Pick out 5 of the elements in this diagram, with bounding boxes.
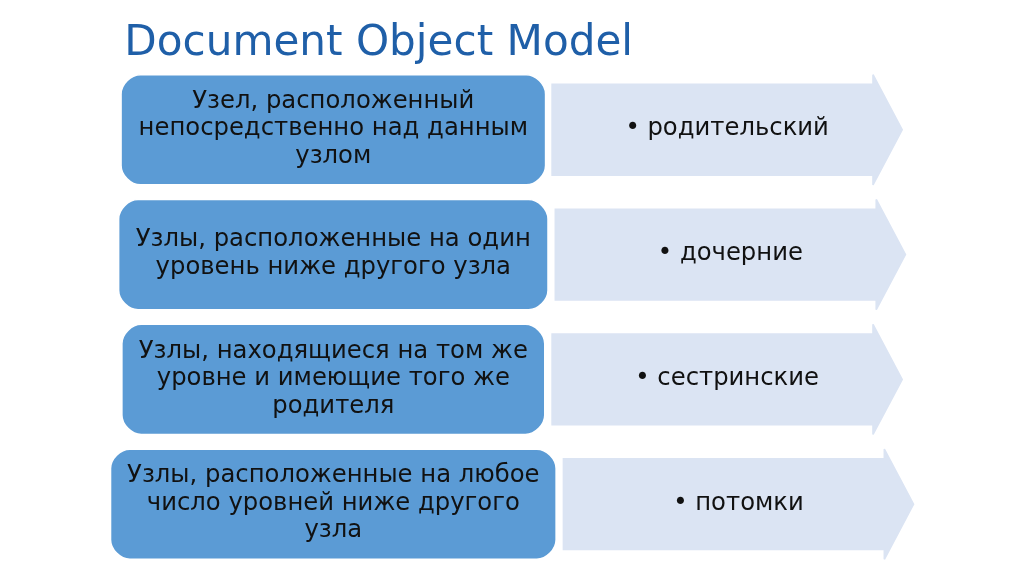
node-box: Узлы, находящиеся на том же уровне и имеющие того же родителя — [121, 323, 546, 436]
node-box: Узлы, расположенные на один уровень ниже другого узла — [117, 198, 549, 311]
diagram-title: Document Object Model — [124, 15, 634, 65]
node-box: Узел, расположенный непосредственно над данным узлом — [120, 73, 547, 186]
node-box: Узлы, расположенные на любое число уровней ниже другого узла — [109, 448, 557, 561]
